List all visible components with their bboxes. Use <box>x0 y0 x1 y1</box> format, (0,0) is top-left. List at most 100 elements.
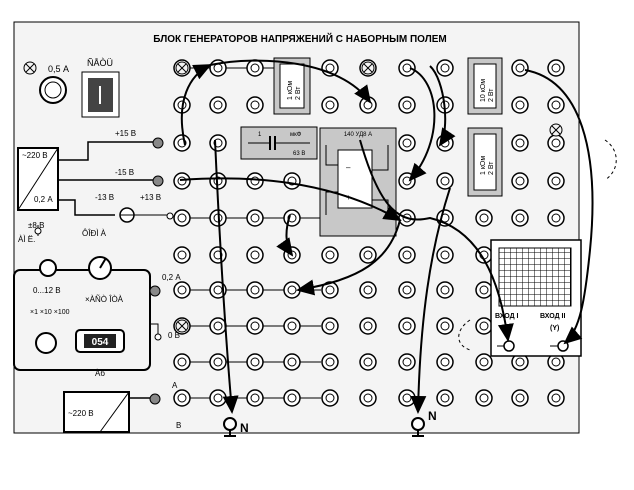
fuse: 0,5 А <box>23 61 69 104</box>
svg-text:В: В <box>176 421 181 430</box>
socket[interactable] <box>398 134 416 152</box>
socket[interactable] <box>359 246 377 264</box>
socket[interactable] <box>246 353 284 371</box>
socket[interactable] <box>321 96 339 114</box>
socket[interactable] <box>283 317 321 335</box>
resistor-1kohm-b[interactable]: 1 кОм 2 Вт <box>467 127 503 197</box>
socket[interactable] <box>246 246 264 264</box>
socket[interactable] <box>475 281 493 299</box>
socket[interactable] <box>246 317 284 335</box>
svg-text:N: N <box>240 421 249 435</box>
socket[interactable] <box>475 389 493 407</box>
socket[interactable] <box>173 246 191 264</box>
socket[interactable] <box>436 172 454 190</box>
capacitor[interactable]: 1 мкФ 63 В <box>240 126 318 160</box>
svg-text:140 УД8 А: 140 УД8 А <box>344 132 372 138</box>
socket[interactable] <box>173 172 191 190</box>
socket[interactable] <box>246 281 284 299</box>
op-amp-module[interactable]: 140 УД8 А – + <box>319 127 397 237</box>
socket[interactable] <box>511 172 529 190</box>
socket[interactable] <box>321 246 339 264</box>
svg-text:2 Вт: 2 Вт <box>488 88 495 102</box>
socket[interactable] <box>475 317 493 335</box>
svg-text:N: N <box>428 409 437 423</box>
socket[interactable] <box>398 246 416 264</box>
socket[interactable] <box>398 281 416 299</box>
socket[interactable] <box>511 209 529 227</box>
socket[interactable] <box>398 353 416 371</box>
socket[interactable] <box>436 281 454 299</box>
svg-text:(Y): (Y) <box>550 325 559 332</box>
svg-text:054: 054 <box>92 337 109 348</box>
socket[interactable] <box>321 353 339 371</box>
socket[interactable] <box>173 134 191 152</box>
socket[interactable] <box>246 172 264 190</box>
svg-text:0,2 А: 0,2 А <box>34 195 53 204</box>
socket[interactable] <box>436 246 454 264</box>
ground-terminal-2[interactable]: N <box>411 409 437 437</box>
svg-text:0 В: 0 В <box>168 331 180 340</box>
power-switch[interactable]: ÑÅÒÜ <box>81 58 120 118</box>
svg-text:ВХОД I: ВХОД I <box>495 313 519 320</box>
socket[interactable] <box>436 59 454 77</box>
socket[interactable] <box>475 353 493 371</box>
socket[interactable] <box>321 389 339 407</box>
socket[interactable] <box>511 96 529 114</box>
socket[interactable] <box>436 134 454 152</box>
socket[interactable] <box>511 59 529 77</box>
svg-text:Àб: Àб <box>95 369 105 378</box>
socket[interactable] <box>436 389 454 407</box>
socket[interactable] <box>359 353 377 371</box>
socket[interactable] <box>398 96 416 114</box>
socket[interactable] <box>436 353 454 371</box>
socket[interactable] <box>173 209 211 227</box>
socket[interactable] <box>547 96 565 114</box>
svg-text:-15 В: -15 В <box>115 168 134 177</box>
socket[interactable] <box>246 389 284 407</box>
dashed-wire <box>604 139 617 181</box>
socket[interactable] <box>173 353 211 371</box>
socket[interactable] <box>511 389 529 407</box>
socket[interactable] <box>398 317 416 335</box>
marker-socket <box>175 319 189 333</box>
socket[interactable] <box>283 353 321 371</box>
svg-text:0...12 В: 0...12 В <box>33 286 61 295</box>
socket[interactable] <box>359 389 377 407</box>
socket[interactable] <box>547 134 565 152</box>
svg-text:2 Вт: 2 Вт <box>295 86 302 100</box>
socket[interactable] <box>173 281 211 299</box>
socket[interactable] <box>209 96 227 114</box>
resistor-1kohm[interactable]: 1 кОм 2 Вт <box>273 57 311 115</box>
socket[interactable] <box>321 281 339 299</box>
socket[interactable] <box>547 389 565 407</box>
ground-terminal-1[interactable]: N <box>223 417 249 437</box>
socket[interactable] <box>547 59 565 77</box>
socket[interactable] <box>359 281 377 299</box>
socket[interactable] <box>398 389 416 407</box>
socket[interactable] <box>283 172 301 190</box>
socket[interactable] <box>209 246 227 264</box>
socket[interactable] <box>283 389 321 407</box>
socket[interactable] <box>436 317 454 335</box>
svg-text:–: – <box>346 163 351 172</box>
socket[interactable] <box>547 353 565 371</box>
socket[interactable] <box>547 209 565 227</box>
socket[interactable] <box>246 209 284 227</box>
resistor-10kohm[interactable]: 10 кОм 2 Вт <box>467 57 503 115</box>
socket[interactable] <box>321 317 339 335</box>
socket[interactable] <box>511 353 529 371</box>
socket[interactable] <box>209 317 247 335</box>
svg-text:0,5 А: 0,5 А <box>48 64 69 74</box>
socket[interactable] <box>246 96 264 114</box>
socket[interactable] <box>209 134 227 152</box>
socket[interactable] <box>173 389 211 407</box>
socket[interactable] <box>209 353 247 371</box>
marker-socket <box>175 61 189 75</box>
signal-generator-block: ÔÎÐÌ À 0...12 В ×1 ×10 ×100 ×ÀÑÒ ÎÒÀ 0,2… <box>13 229 181 378</box>
socket[interactable] <box>359 317 377 335</box>
socket[interactable] <box>475 209 493 227</box>
socket[interactable] <box>398 59 416 77</box>
socket[interactable] <box>511 134 529 152</box>
socket[interactable] <box>547 172 565 190</box>
